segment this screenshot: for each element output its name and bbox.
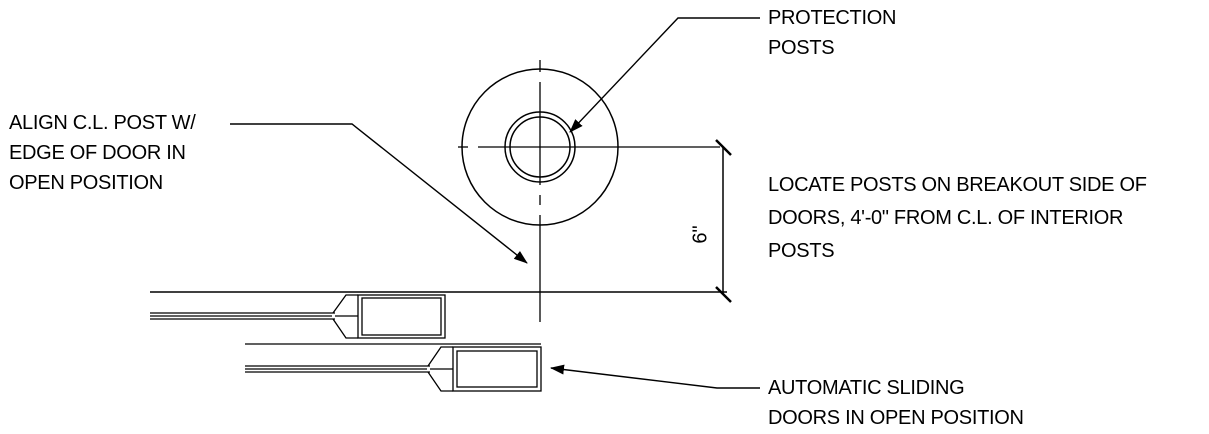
align-post-label: ALIGN C.L. POST W/ EDGE OF DOOR IN OPEN … [9,108,196,198]
lower-door-panel [245,343,542,392]
sliding-doors-line-2: DOORS IN OPEN POSITION [768,407,1024,429]
sliding-doors-line-1: AUTOMATIC SLIDING [768,377,965,399]
post-centerlines [458,60,720,322]
align-post-line-3: OPEN POSITION [9,172,163,194]
protection-posts-line-2: POSTS [768,37,835,59]
locate-posts-label: LOCATE POSTS ON BREAKOUT SIDE OF DOORS, … [768,169,1147,268]
locate-posts-line-2: DOORS, 4'-0" FROM C.L. OF INTERIOR [768,207,1124,229]
leader-sliding-doors [550,364,760,389]
dimension-value: 6" [689,225,712,244]
protection-posts-line-1: PROTECTION [768,7,897,29]
upper-door-panel [150,294,446,339]
locate-posts-line-3: POSTS [768,240,835,262]
dimension-line [715,139,732,303]
leader-lines [230,17,760,389]
leader-protection-posts [569,17,760,133]
align-post-line-2: EDGE OF DOOR IN [9,142,186,164]
align-post-line-1: ALIGN C.L. POST W/ [9,112,196,134]
sliding-doors-label: AUTOMATIC SLIDING DOORS IN OPEN POSITION [768,373,1024,433]
leader-align-post [230,123,528,264]
protection-posts-label: PROTECTION POSTS [768,3,896,63]
locate-posts-line-1: LOCATE POSTS ON BREAKOUT SIDE OF [768,174,1147,196]
